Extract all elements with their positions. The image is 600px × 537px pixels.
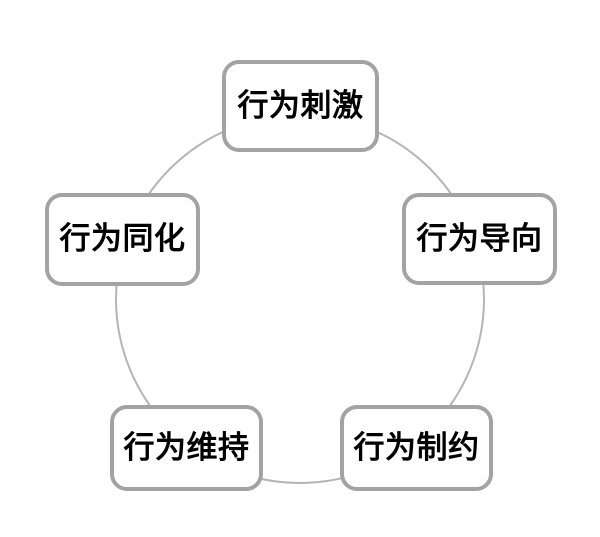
node-assimilate[interactable]: 行为同化: [45, 193, 200, 286]
node-stimulus[interactable]: 行为刺激: [222, 60, 379, 152]
node-guidance-label: 行为导向: [416, 220, 543, 257]
node-restraint-label: 行为制约: [353, 429, 480, 466]
node-restraint[interactable]: 行为制约: [340, 405, 493, 491]
node-maintain[interactable]: 行为维持: [110, 405, 263, 491]
node-assimilate-label: 行为同化: [59, 221, 186, 257]
node-guidance[interactable]: 行为导向: [402, 193, 557, 285]
node-stimulus-label: 行为刺激: [237, 87, 364, 124]
node-maintain-label: 行为维持: [123, 429, 250, 466]
